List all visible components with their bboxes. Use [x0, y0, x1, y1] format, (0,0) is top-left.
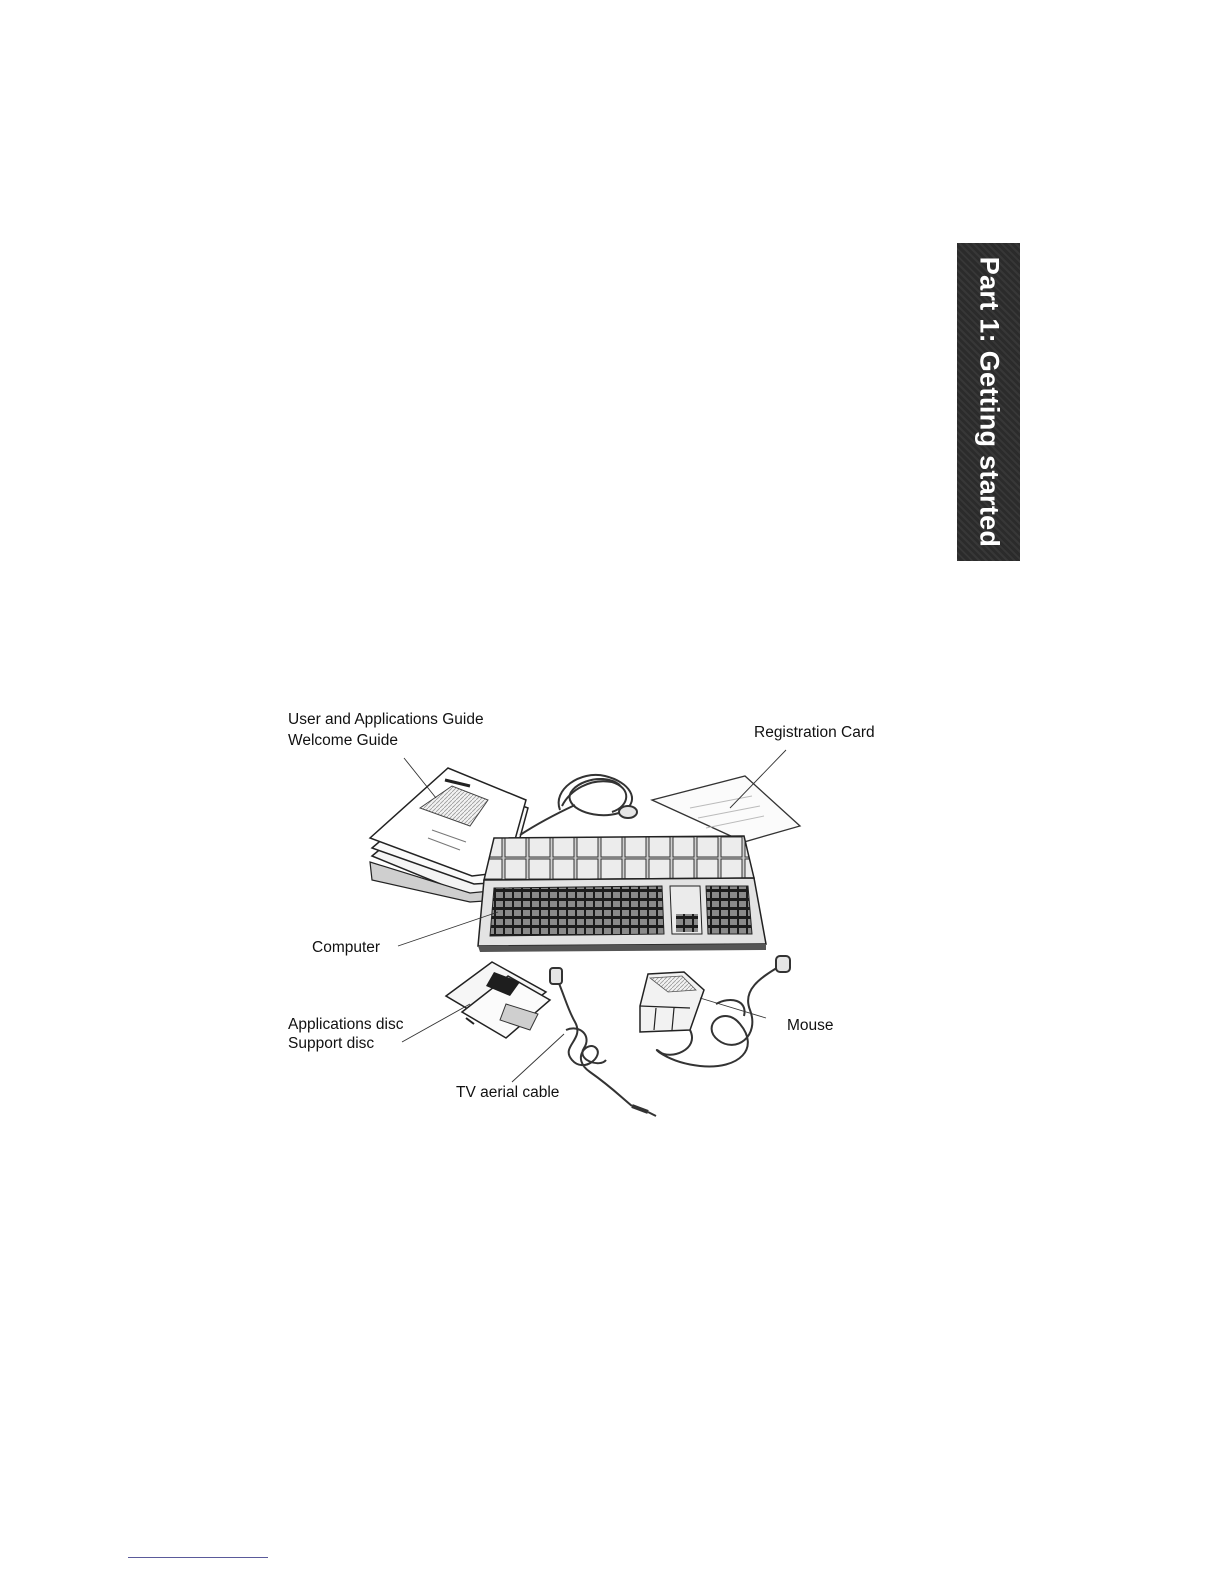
label-registration-card: Registration Card [754, 725, 875, 741]
registration-card [652, 776, 800, 842]
computer [478, 836, 766, 952]
label-tv-aerial-cable: TV aerial cable [456, 1085, 559, 1101]
label-mouse: Mouse [787, 1018, 834, 1034]
label-computer: Computer [312, 940, 380, 956]
label-applications-disc: Applications disc [288, 1017, 403, 1033]
mouse [640, 972, 704, 1032]
discs [446, 962, 550, 1038]
label-user-guide: User and Applications Guide [288, 712, 484, 728]
footer-rule [128, 1557, 268, 1558]
label-support-disc: Support disc [288, 1036, 374, 1052]
label-welcome-guide: Welcome Guide [288, 733, 398, 749]
tv-aerial-cable [550, 968, 656, 1116]
power-cable [520, 775, 637, 835]
